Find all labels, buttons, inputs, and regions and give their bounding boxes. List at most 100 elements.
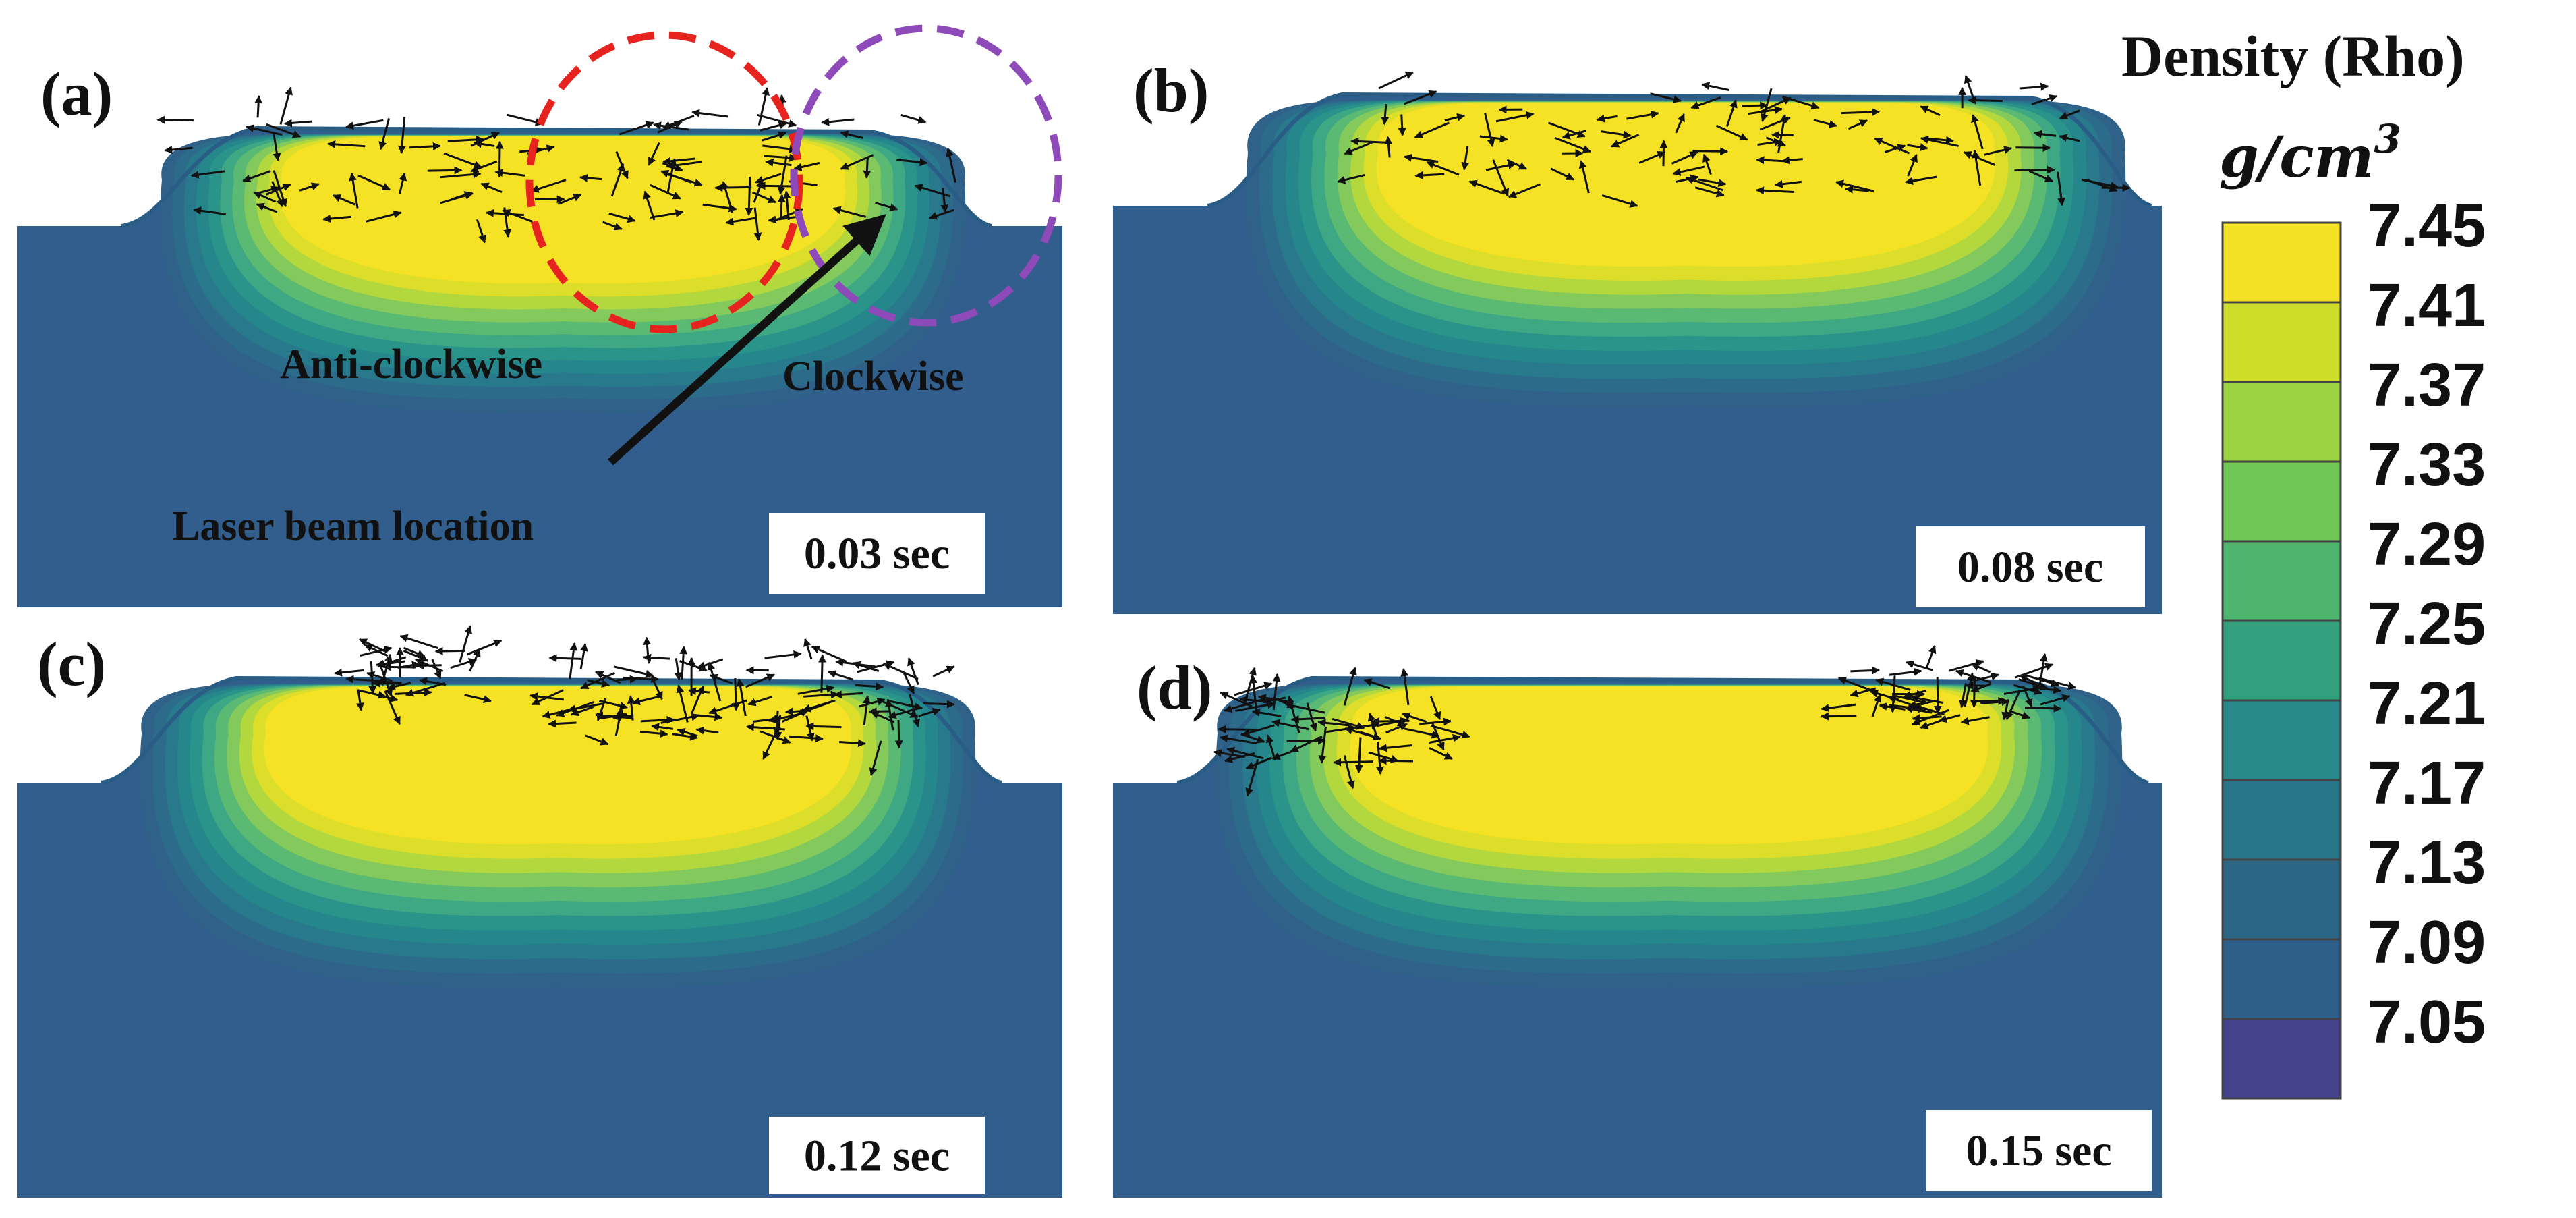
velocity-arrow (714, 184, 752, 192)
velocity-arrow (1219, 734, 1257, 745)
density-band (280, 136, 846, 284)
velocity-arrow (764, 153, 798, 162)
velocity-arrow (1426, 161, 1460, 176)
velocity-arrow (372, 679, 401, 688)
velocity-arrow (357, 689, 387, 699)
velocity-arrow (747, 696, 772, 707)
velocity-arrow (736, 678, 747, 717)
velocity-arrow (405, 682, 445, 697)
surface-mask (17, 631, 1062, 783)
velocity-arrow (764, 650, 802, 659)
velocity-arrow (1970, 682, 1992, 693)
colorbar-unit: g/cm3 (2219, 116, 2401, 190)
velocity-arrow (1429, 733, 1461, 744)
velocity-arrow (585, 734, 609, 746)
velocity-arrow (548, 719, 577, 728)
velocity-arrow (378, 663, 393, 697)
velocity-arrow (349, 172, 359, 209)
colorbar-tick-label: 7.41 (2368, 272, 2486, 339)
velocity-arrow (1774, 179, 1802, 188)
velocity-arrow (416, 661, 442, 670)
velocity-arrow (869, 740, 882, 777)
velocity-arrow (1741, 101, 1769, 110)
velocity-arrow (434, 646, 465, 655)
velocity-arrow (476, 219, 486, 244)
velocity-arrow (357, 174, 391, 191)
velocity-arrow (2003, 684, 2042, 695)
velocity-arrow (639, 729, 668, 738)
velocity-arrow (1381, 103, 1390, 126)
velocity-arrow (1403, 90, 1437, 105)
velocity-arrow (1251, 709, 1282, 717)
velocity-arrow (529, 692, 565, 701)
velocity-arrow (1971, 114, 1984, 150)
velocity-arrow (907, 657, 919, 686)
velocity-arrow (1218, 725, 1258, 733)
colorbar-swatch (2221, 779, 2342, 861)
velocity-arrow (643, 653, 670, 662)
velocity-arrow (345, 119, 384, 130)
velocity-arrow (803, 690, 839, 699)
velocity-arrow (1889, 675, 1897, 713)
velocity-arrow (2014, 663, 2054, 679)
velocity-arrow (1837, 677, 1877, 693)
velocity-arrow (2019, 82, 2049, 91)
laser-location-label: Laser beam location (172, 503, 534, 549)
velocity-arrow (587, 679, 610, 688)
velocity-arrow (1550, 167, 1575, 181)
velocity-arrow (1889, 667, 1922, 676)
velocity-arrow (1506, 159, 1528, 170)
velocity-vectors (1213, 644, 2077, 797)
velocity-arrow (1403, 153, 1439, 163)
velocity-arrow (1907, 143, 1928, 152)
density-band (1376, 103, 1996, 267)
density-band (264, 686, 852, 845)
velocity-arrow (862, 695, 871, 726)
velocity-arrow (1955, 669, 1992, 684)
velocity-arrow (619, 121, 654, 136)
velocity-arrow (762, 727, 780, 760)
velocity-arrow (279, 86, 293, 125)
colorbar-tick-label: 7.13 (2368, 829, 2486, 897)
velocity-arrow (451, 191, 473, 200)
panel-label: (d) (1137, 653, 1212, 722)
velocity-arrow (1495, 111, 1535, 123)
velocity-arrow (1958, 682, 1967, 709)
velocity-arrow (1508, 183, 1541, 198)
velocity-arrow (1702, 153, 1713, 175)
velocity-arrow (1363, 678, 1391, 690)
velocity-arrow (299, 182, 320, 192)
velocity-arrow (2059, 134, 2080, 142)
time-box (1916, 526, 2145, 607)
velocity-arrow (156, 115, 194, 124)
velocity-arrow (648, 142, 660, 166)
velocity-arrow (1698, 178, 1727, 188)
velocity-arrow (608, 212, 636, 223)
velocity-arrow (459, 625, 472, 663)
velocity-arrow (782, 190, 791, 221)
velocity-arrow (1964, 75, 1975, 101)
velocity-arrow (443, 152, 482, 169)
velocity-arrow (332, 194, 356, 206)
velocity-arrow (283, 119, 312, 128)
velocity-arrow (623, 675, 660, 684)
velocity-arrow (2033, 130, 2057, 138)
velocity-arrow (1468, 179, 1505, 195)
velocity-arrow (2031, 94, 2058, 105)
velocity-arrow (1871, 694, 1882, 717)
velocity-arrow (569, 642, 578, 680)
velocity-arrow (835, 658, 876, 668)
velocity-arrow (940, 188, 949, 213)
velocity-arrow (466, 640, 503, 656)
velocity-arrow (1970, 663, 1991, 673)
velocity-arrow (2024, 674, 2059, 687)
velocity-arrow (805, 715, 815, 742)
velocity-arrow (193, 206, 226, 215)
time-label: 0.08 sec (1957, 543, 2103, 592)
velocity-arrow (1479, 134, 1508, 143)
velocity-arrow (674, 658, 683, 681)
velocity-arrow (610, 163, 625, 197)
colorbar-swatch (2221, 1018, 2342, 1100)
red-dashed-circle (525, 31, 803, 333)
